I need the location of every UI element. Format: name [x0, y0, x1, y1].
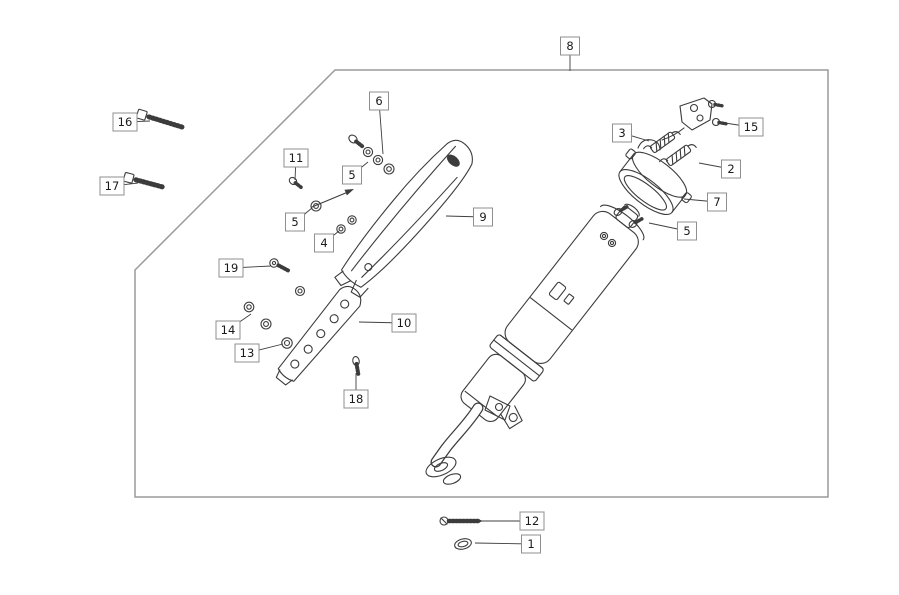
callout-10[interactable]: 10	[358, 313, 417, 333]
callout-number: 6	[375, 94, 382, 108]
callout-box[interactable]	[218, 258, 244, 278]
mounting-bracket	[275, 285, 362, 386]
callout-16[interactable]: 16	[112, 112, 151, 132]
diagram-frame	[134, 69, 829, 498]
pipe-support-bracket	[484, 395, 511, 421]
callout-number: 9	[479, 210, 486, 224]
washer-small	[294, 285, 306, 297]
bolts-15	[707, 99, 730, 127]
callout-5[interactable]: 5	[285, 207, 313, 232]
callout-3[interactable]: 3	[612, 123, 650, 143]
artwork-layer	[122, 97, 730, 550]
screw-12	[439, 516, 483, 526]
callout-number: 15	[744, 120, 759, 134]
callout-number: 5	[683, 224, 690, 238]
callout-6[interactable]: 6	[369, 91, 389, 155]
callout-1[interactable]: 1	[474, 534, 541, 554]
callout-box[interactable]	[391, 313, 417, 333]
callout-box[interactable]	[369, 91, 389, 111]
callout-2[interactable]: 2	[698, 159, 741, 179]
callout-number: 13	[240, 346, 255, 360]
exhaust-header-pipe	[430, 402, 484, 468]
spring-hook-3	[637, 139, 661, 151]
callout-15[interactable]: 15	[724, 117, 764, 137]
bolt-17	[122, 171, 166, 190]
callout-box[interactable]	[234, 343, 260, 363]
callout-box[interactable]	[215, 320, 241, 340]
callout-box[interactable]	[738, 117, 764, 137]
fastener-stack-6	[348, 134, 395, 175]
callout-box[interactable]	[473, 207, 493, 227]
callout-12[interactable]: 12	[481, 511, 545, 531]
callout-number: 5	[291, 215, 298, 229]
callout-13[interactable]: 13	[234, 343, 284, 363]
bolt-16	[135, 108, 186, 130]
callout-11[interactable]: 11	[283, 148, 309, 181]
callout-box[interactable]	[612, 123, 632, 143]
callout-box[interactable]	[519, 511, 545, 531]
callout-box[interactable]	[521, 534, 541, 554]
callout-number: 4	[320, 236, 327, 250]
callout-number: 2	[727, 162, 734, 176]
callout-number: 5	[348, 168, 355, 182]
callout-number: 11	[289, 151, 304, 165]
callout-8[interactable]: 8	[560, 36, 580, 71]
screw-11	[288, 176, 305, 191]
callout-number: 14	[221, 323, 236, 337]
callout-box[interactable]	[314, 233, 334, 253]
callout-number: 3	[618, 126, 625, 140]
callout-box[interactable]	[285, 212, 305, 232]
callout-box[interactable]	[343, 389, 369, 409]
callout-number: 18	[349, 392, 364, 406]
callout-19[interactable]: 19	[218, 258, 272, 278]
screws-5-right	[599, 204, 646, 248]
callout-box[interactable]	[112, 112, 138, 132]
callout-box[interactable]	[677, 221, 697, 241]
flange-gasket	[442, 473, 462, 485]
callout-7[interactable]: 7	[683, 192, 727, 212]
callout-14[interactable]: 14	[215, 313, 252, 340]
screw-19	[269, 258, 292, 273]
heat-shield	[334, 139, 473, 298]
callout-5[interactable]: 5	[342, 161, 369, 185]
muffler-body	[460, 203, 645, 430]
gasket-ring-1	[454, 538, 472, 550]
callout-number: 16	[118, 115, 133, 129]
callout-box[interactable]	[342, 165, 362, 185]
spacers-4	[336, 215, 357, 234]
washer-14	[260, 318, 272, 330]
callout-box[interactable]	[560, 36, 580, 56]
callout-18[interactable]: 18	[343, 373, 369, 409]
callout-number: 19	[224, 261, 239, 275]
end-cap	[618, 148, 692, 215]
callout-number: 17	[105, 179, 120, 193]
callout-4[interactable]: 4	[314, 230, 340, 253]
callout-number: 12	[525, 514, 540, 528]
callout-box[interactable]	[707, 192, 727, 212]
callout-5[interactable]: 5	[648, 221, 697, 241]
callout-box[interactable]	[99, 176, 125, 196]
bolt-18	[352, 355, 361, 376]
callout-9[interactable]: 9	[445, 207, 493, 227]
washer-5-left	[310, 200, 322, 212]
callout-number: 8	[566, 39, 573, 53]
washer-13	[281, 337, 293, 349]
pipe-flange	[425, 456, 457, 478]
callout-17[interactable]: 17	[99, 176, 139, 196]
callout-number: 7	[713, 195, 720, 209]
callout-number: 10	[397, 316, 412, 330]
hanger-bracket	[661, 97, 713, 141]
callout-box[interactable]	[283, 148, 309, 168]
nut-14	[243, 301, 255, 313]
callout-box[interactable]	[721, 159, 741, 179]
callout-number: 1	[527, 537, 534, 551]
